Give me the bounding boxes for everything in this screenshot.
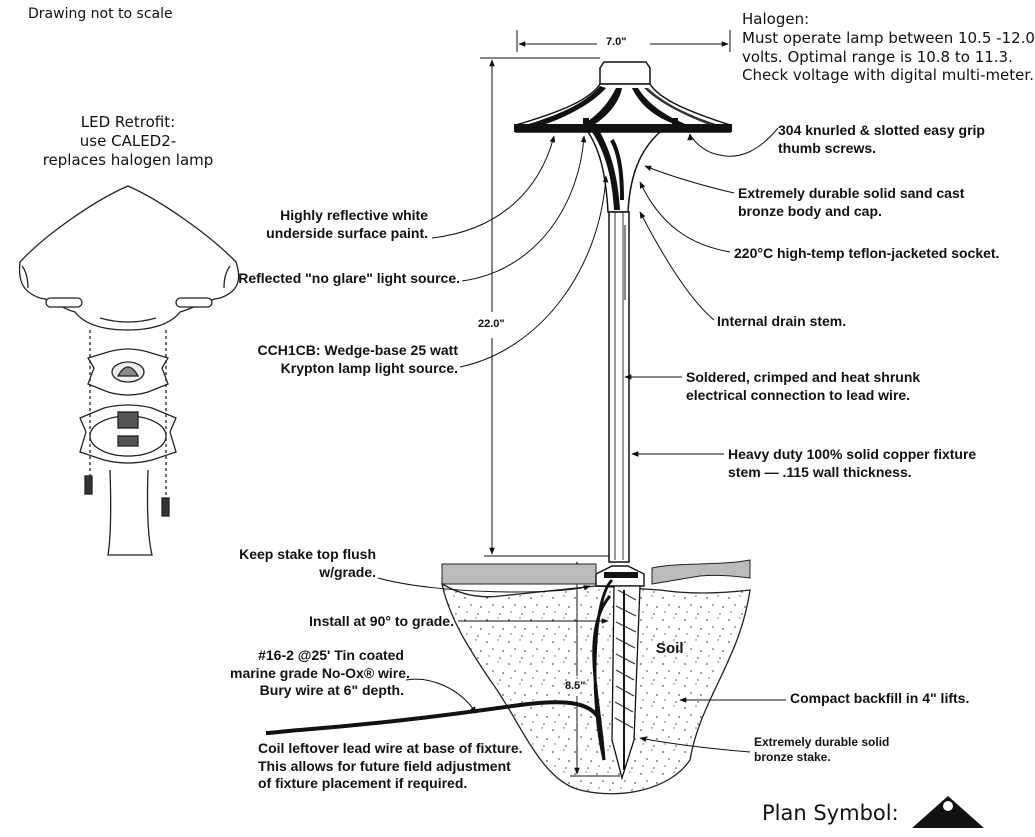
callout-wire: #16-2 @25' Tin coated marine grade No-Ox…: [230, 647, 410, 698]
halogen-note: Halogen: Must operate lamp between 10.5 …: [742, 10, 1035, 85]
callout-no-glare: Reflected "no glare" light source.: [238, 270, 460, 286]
callout-reflective: Highly reflective white underside surfac…: [266, 207, 428, 241]
callout-install: Install at 90° to grade.: [309, 613, 454, 629]
main-fixture: [514, 61, 732, 563]
plan-symbol-icon: [912, 796, 984, 828]
dimension-stake-label: 8.5": [565, 680, 586, 692]
callout-flush: Keep stake top flush w/grade.: [239, 546, 376, 580]
callout-thumb-screws: 304 knurled & slotted easy grip thumb sc…: [778, 122, 985, 156]
callout-stake: Extremely durable solid bronze stake.: [754, 735, 890, 764]
callout-coil: Coil leftover lead wire at base of fixtu…: [258, 740, 523, 791]
callout-socket: 220°C high-temp teflon-jacketed socket.: [734, 245, 1000, 261]
led-retrofit-exploded-view: [18, 185, 240, 556]
callout-soldered: Soldered, crimped and heat shrunk electr…: [686, 369, 921, 403]
led-retrofit-note: LED Retrofit: use CALED2- replaces halog…: [42, 113, 214, 169]
callout-lamp: CCH1CB: Wedge-base 25 watt Krypton lamp …: [257, 342, 458, 376]
callout-bronze-body: Extremely durable solid sand cast bronze…: [738, 185, 965, 219]
dimension-width-label: 7.0": [606, 36, 627, 48]
not-to-scale-note: Drawing not to scale: [28, 6, 173, 22]
leader-lines: [377, 127, 786, 753]
callout-copper-stem: Heavy duty 100% solid copper fixture ste…: [728, 446, 977, 480]
soil-label: Soil: [656, 640, 684, 657]
ground-section: [265, 559, 751, 795]
callout-backfill: Compact backfill in 4" lifts.: [790, 690, 970, 706]
plan-symbol-label: Plan Symbol:: [762, 801, 899, 825]
callout-drain-stem: Internal drain stem.: [717, 313, 847, 329]
fixture-diagram: [18, 30, 984, 828]
dimension-height-label: 22.0": [478, 318, 505, 330]
